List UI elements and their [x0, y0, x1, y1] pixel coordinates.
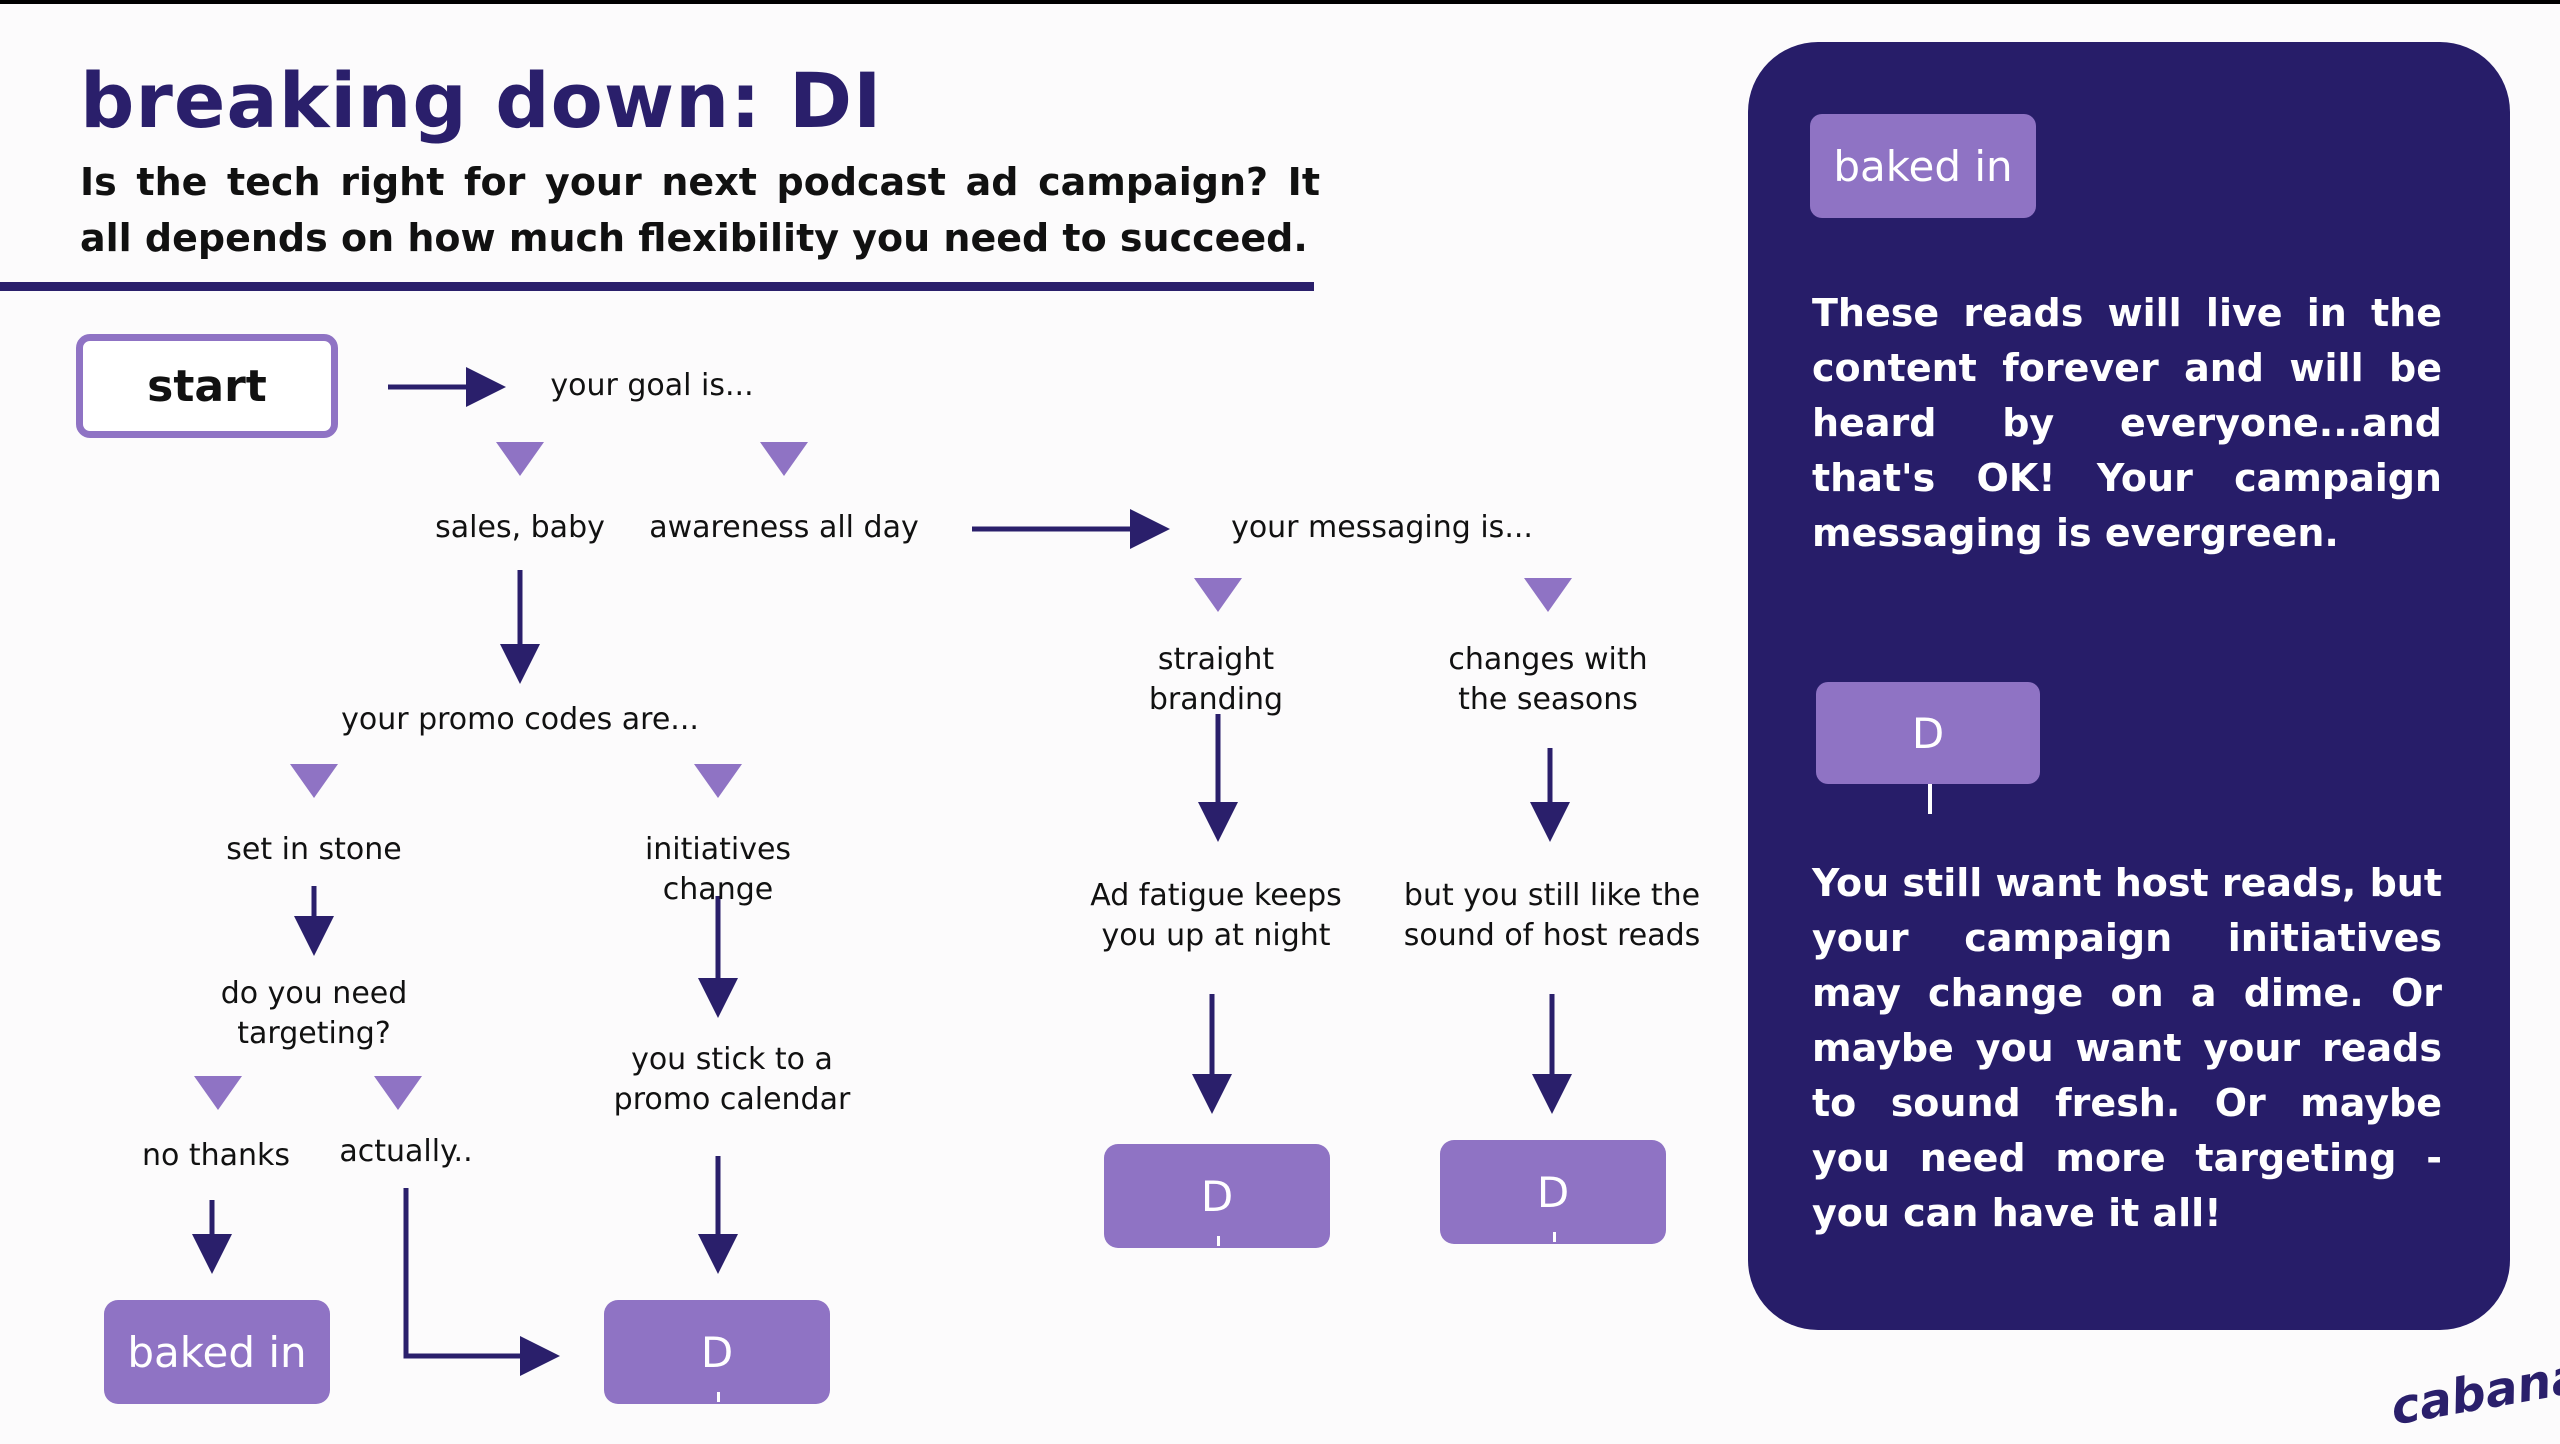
flow-connectors [192, 367, 1572, 1376]
result-baked-in: baked in [104, 1300, 330, 1404]
panel-baked-in-tag-label: baked in [1833, 141, 2013, 191]
triangle-promo-set [290, 764, 338, 798]
triangle-goal-awareness [760, 442, 808, 476]
promo-set-option: set in stone [226, 832, 402, 867]
result-d-host: D [1440, 1140, 1666, 1244]
triangle-targeting-no [194, 1076, 242, 1110]
targeting-yes-option: actually.. [339, 1134, 473, 1169]
panel-d-connector [1928, 784, 1932, 814]
result-d-promo-label: D [700, 1327, 734, 1377]
result-d-promo: D [604, 1300, 830, 1404]
panel-baked-in-tag: baked in [1810, 114, 2036, 218]
explanation-panel: baked in These reads will live in the co… [1748, 42, 2510, 1330]
start-node: start [76, 334, 338, 438]
goal-prompt: your goal is... [550, 368, 754, 403]
triangle-targeting-yes [374, 1076, 422, 1110]
result-d-host-label: D [1536, 1167, 1570, 1217]
title-divider [0, 282, 1314, 291]
panel-d-description: You still want host reads, but your camp… [1812, 861, 2442, 1235]
fatigue-label: Ad fatigue keeps you up at night [1090, 878, 1342, 953]
host-reads-label: but you still like the sound of host rea… [1403, 878, 1701, 953]
cabana-logo: cabana [2386, 1347, 2560, 1437]
arrow-actually-to-d [403, 1188, 560, 1376]
panel-d-tag-label: D [1911, 708, 1945, 758]
goal-awareness-option: awareness all day [649, 510, 919, 545]
result-d-fatigue: D [1104, 1144, 1330, 1248]
panel-baked-in-description: These reads will live in the content for… [1812, 291, 2442, 555]
page-subtitle: Is the tech right for your next podcast … [80, 160, 1320, 260]
result-baked-in-label: baked in [127, 1327, 307, 1377]
triangle-goal-sales [496, 442, 544, 476]
triangle-messaging-straight [1194, 578, 1242, 612]
targeting-no-option: no thanks [141, 1138, 291, 1173]
promo-calendar: you stick to a promo calendar [613, 1042, 851, 1117]
triangle-promo-change [694, 764, 742, 798]
panel-d-tag: D [1816, 682, 2040, 784]
messaging-prompt: your messaging is... [1231, 510, 1533, 545]
promo-change-option: initiatives change [644, 832, 792, 907]
page-title: breaking down: DI [80, 56, 883, 145]
goal-sales-option: sales, baby [435, 510, 605, 545]
messaging-seasons-option: changes with the seasons [1448, 642, 1648, 717]
result-d-fatigue-label: D [1200, 1171, 1234, 1221]
messaging-straight-option: straight branding [1148, 642, 1284, 717]
promo-prompt: your promo codes are... [341, 702, 699, 737]
triangle-messaging-seasons [1524, 578, 1572, 612]
targeting-prompt: do you need targeting? [220, 976, 408, 1051]
slide: breaking down: DI Is the tech right for … [0, 4, 2560, 1444]
